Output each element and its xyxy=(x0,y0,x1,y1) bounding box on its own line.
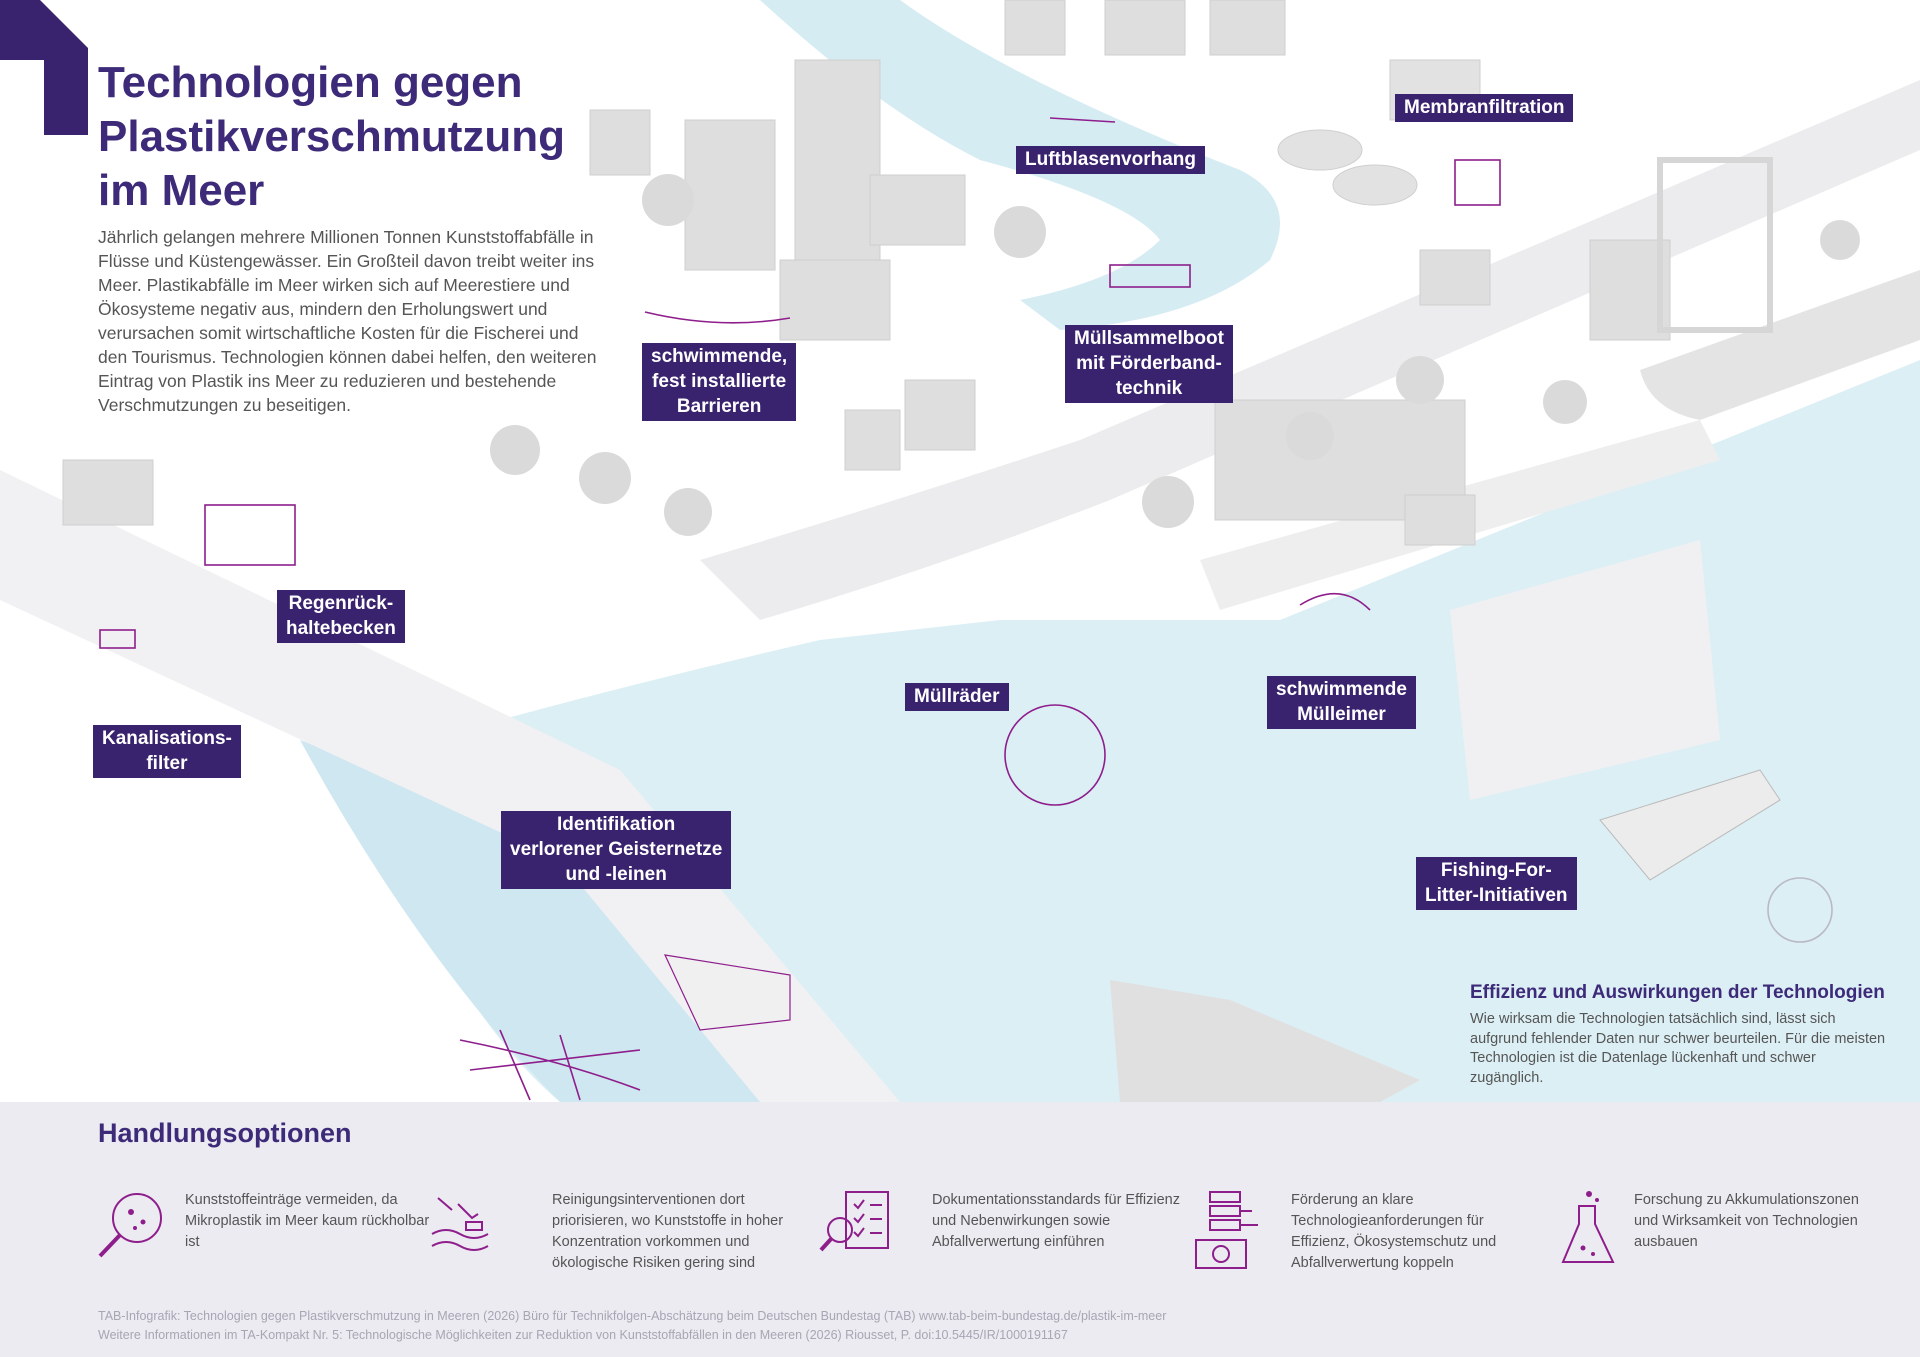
server-money-icon xyxy=(1195,1191,1258,1269)
building xyxy=(1104,0,1186,56)
handlungsoptionen-panel xyxy=(0,1102,1920,1357)
tree xyxy=(664,488,712,536)
building xyxy=(904,379,976,451)
fishing-net-drawing xyxy=(1767,877,1833,943)
building xyxy=(62,459,154,526)
tree xyxy=(490,425,540,475)
effizienz-text: Wie wirksam die Technologien tatsächlich… xyxy=(1470,1011,1886,1086)
option-text: Forschung zu Akkumulationszonen und Wirk… xyxy=(1634,1192,1859,1250)
building xyxy=(1209,0,1286,56)
effizienz-title: Effizienz und Auswirkungen der Technolog… xyxy=(1470,982,1885,1003)
tree xyxy=(579,452,631,504)
page-title: Technologien gegen Plastikverschmutzung … xyxy=(98,58,566,215)
intro-text: Jährlich gelangen mehrere Millionen Tonn… xyxy=(98,227,597,415)
handlungsoptionen-title: Handlungsoptionen xyxy=(98,1118,352,1148)
ghost-net-drawing xyxy=(459,1029,641,1101)
label-kanalisationsfilter[interactable]: Kanalisations- filter xyxy=(93,725,241,778)
sewer-filter-drawing xyxy=(99,629,136,649)
lower-pier xyxy=(1450,540,1720,800)
floating-bin-drawing xyxy=(1299,592,1371,611)
container-ship xyxy=(1640,270,1920,420)
building xyxy=(1419,249,1491,306)
building xyxy=(844,409,901,471)
label-schwimmende-muelleimer[interactable]: schwimmende Mülleimer xyxy=(1267,676,1416,729)
membrane-drawing xyxy=(1454,159,1501,206)
tree xyxy=(1286,412,1334,460)
tree xyxy=(642,174,694,226)
tree xyxy=(1543,380,1587,424)
sea-water xyxy=(360,360,1920,1102)
label-membranfiltration[interactable]: Membranfiltration xyxy=(1395,94,1574,122)
label-fishing-for-litter[interactable]: Fishing-For- Litter-Initiativen xyxy=(1416,857,1577,910)
crane xyxy=(1657,157,1773,333)
tank xyxy=(1277,129,1363,171)
label-muellraeder[interactable]: Müllräder xyxy=(905,683,1009,711)
building xyxy=(1589,239,1671,341)
document-checklist-icon xyxy=(819,1191,889,1252)
label-regenrueckhaltebecken[interactable]: Regenrück- haltebecken xyxy=(277,590,405,643)
footer-source: TAB-Infografik: Technologien gegen Plast… xyxy=(98,1309,1167,1323)
building xyxy=(684,119,776,271)
building xyxy=(589,109,651,176)
tree xyxy=(1142,476,1194,528)
polluted-water-icon xyxy=(431,1197,489,1251)
geisternetz-boat xyxy=(663,954,791,1031)
tree xyxy=(1396,356,1444,404)
tree xyxy=(1820,220,1860,260)
tank xyxy=(1332,164,1418,206)
option-text: Reinigungsinterventionen dort priorisier… xyxy=(552,1192,784,1271)
option-text: Förderung an klare Technologieanforderun… xyxy=(1291,1192,1497,1271)
cargo-ship xyxy=(1110,980,1420,1102)
magnifier-microplastic-icon xyxy=(98,1193,162,1258)
tree xyxy=(994,206,1046,258)
building xyxy=(1004,0,1066,56)
option-text: Kunststoffeinträge vermeiden, da Mikropl… xyxy=(185,1192,430,1250)
fishing-boat xyxy=(1599,769,1781,881)
retention-basin-drawing xyxy=(204,504,296,566)
trash-wheel-drawing xyxy=(1004,704,1106,806)
bubble-curtain-drawing xyxy=(1049,117,1116,123)
building xyxy=(869,174,966,246)
building xyxy=(794,59,881,261)
label-barrieren[interactable]: schwimmende, fest installierte Barrieren xyxy=(642,343,797,421)
brand-corner-shape xyxy=(0,0,88,135)
label-luftblasenvorhang[interactable]: Luftblasenvorhang xyxy=(1016,146,1206,174)
conveyor-boat-drawing xyxy=(1109,264,1191,288)
building xyxy=(779,259,891,341)
footer-more-info: Weitere Informationen im TA-Kompakt Nr. … xyxy=(98,1328,1068,1342)
flask-icon xyxy=(1561,1191,1615,1263)
quay xyxy=(0,470,900,1102)
building xyxy=(1404,494,1476,546)
label-muellsammelboot[interactable]: Müllsammelboot mit Förderband- technik xyxy=(1065,325,1233,403)
barrier-drawing xyxy=(644,311,791,324)
label-geisternetze[interactable]: Identifikation verlorener Geisternetze u… xyxy=(501,811,732,889)
road xyxy=(700,80,1920,620)
option-text: Dokumentationsstandards für Effizienz un… xyxy=(932,1192,1180,1250)
